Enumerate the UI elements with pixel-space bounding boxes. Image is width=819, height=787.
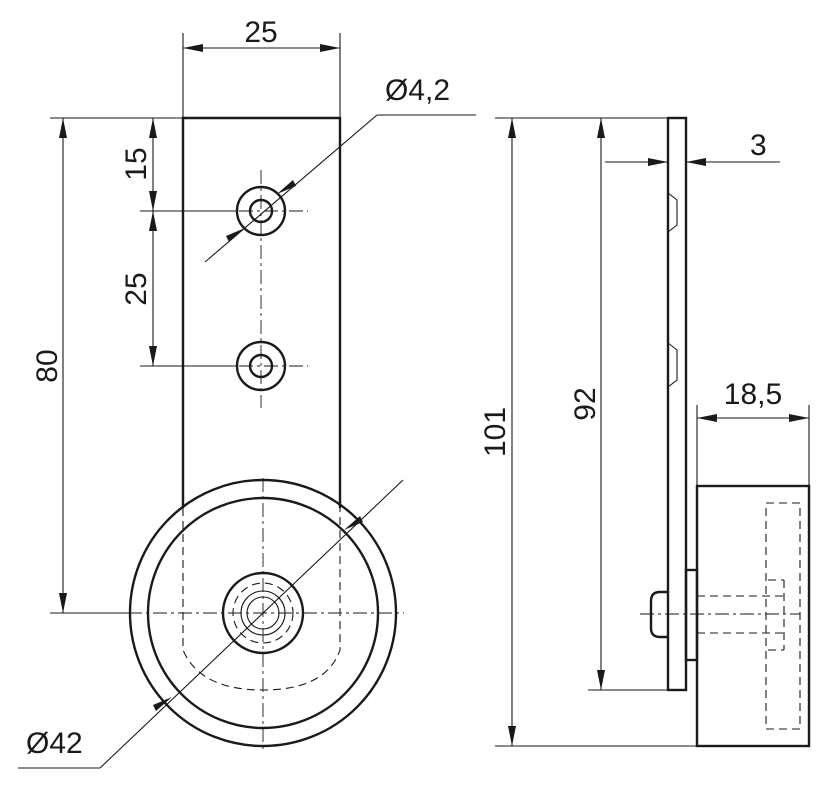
bracket-hidden-end [182,508,341,691]
label-hole-diameter: Ø4,2 [385,74,450,107]
label-plate-thickness: 3 [750,129,767,162]
dimension-wheel-width: 18,5 [696,378,810,486]
side-bolt-head [649,590,668,639]
side-plate [666,116,688,692]
dimension-hole-spacing: 25 [120,211,157,366]
side-washer [684,568,699,662]
label-bracket-width: 25 [244,16,277,49]
label-wheel-diameter: Ø42 [26,727,83,760]
dimension-bracket-width: 25 [182,16,341,118]
label-hole-to-axis: 80 [31,349,64,382]
side-view [640,116,811,748]
label-top-to-hole: 15 [120,147,153,180]
bracket-plate-outline [181,116,342,508]
side-wheel-hidden-hub [765,502,801,730]
front-view [128,116,404,752]
label-plate-height: 92 [569,387,602,420]
dimension-plate-height: 92 [569,118,605,690]
dimension-top-to-hole: 15 [120,118,157,211]
dimension-hole-to-axis: 80 [31,118,67,613]
dimension-overall-height: 101 [479,118,516,746]
dimension-wheel-diameter: Ø42 [18,479,404,769]
label-overall-height: 101 [479,407,512,457]
side-wheel [695,484,811,748]
label-wheel-width: 18,5 [724,378,782,411]
dimension-plate-thickness: 3 [605,129,780,166]
dimension-hole-diameter: Ø4,2 [204,74,476,263]
label-hole-spacing: 25 [120,272,153,305]
